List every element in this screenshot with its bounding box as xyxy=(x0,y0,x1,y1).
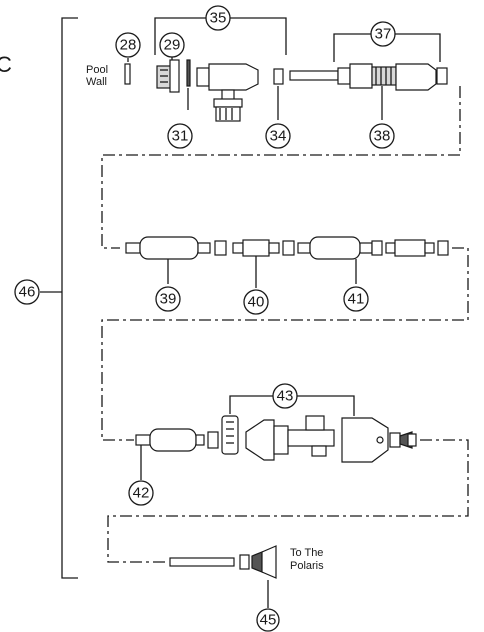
swivel-row2-b xyxy=(385,239,435,257)
svg-text:28: 28 xyxy=(120,37,137,54)
svg-text:29: 29 xyxy=(164,37,181,54)
callout-35: 35 xyxy=(205,5,231,31)
svg-text:43: 43 xyxy=(277,388,294,405)
hose-route-2 xyxy=(101,247,469,441)
svg-text:35: 35 xyxy=(210,10,227,27)
callout-43: 43 xyxy=(272,383,298,409)
callout-41: 41 xyxy=(343,286,369,312)
hose-segment-row1 xyxy=(289,70,339,81)
callout-28: 28 xyxy=(115,32,141,58)
nut-row2-b xyxy=(282,240,295,256)
part-34-nut xyxy=(273,68,284,85)
row-3-parts xyxy=(135,395,417,480)
callout-34: 34 xyxy=(265,123,291,149)
part-37-38-assembly xyxy=(337,63,448,91)
to-polaris-label-line1: To The xyxy=(290,547,323,559)
pool-wall-label-line1: Pool xyxy=(86,64,108,76)
edge-mark: C xyxy=(0,52,12,77)
nut-row3-b xyxy=(389,432,401,448)
svg-text:42: 42 xyxy=(133,485,150,502)
nut-row2-d xyxy=(437,240,449,256)
to-polaris-label-line2: Polaris xyxy=(290,560,324,572)
part-35-valve xyxy=(196,63,259,122)
part-45-adapter xyxy=(251,545,277,579)
callout-38: 38 xyxy=(369,123,395,149)
svg-text:34: 34 xyxy=(270,128,287,145)
callout-45: 45 xyxy=(256,608,280,632)
svg-text:40: 40 xyxy=(248,294,265,311)
part-41-float xyxy=(297,236,373,260)
nut-row4 xyxy=(239,554,250,570)
part-31-gasket xyxy=(186,59,191,87)
svg-text:45: 45 xyxy=(260,612,277,629)
pool-wall-label-line2: Wall xyxy=(86,76,107,88)
hose-route-1 xyxy=(101,86,461,249)
part-42-float xyxy=(135,428,205,452)
hose-segment-row4 xyxy=(169,557,235,567)
part-39-float xyxy=(125,236,211,260)
callout-46: 46 xyxy=(14,279,40,305)
svg-text:37: 37 xyxy=(375,26,392,43)
svg-text:46: 46 xyxy=(19,284,36,301)
callout-39: 39 xyxy=(155,286,181,312)
nut-row3-a xyxy=(207,431,219,449)
svg-text:38: 38 xyxy=(374,128,391,145)
row-4-parts xyxy=(169,545,277,608)
svg-text:39: 39 xyxy=(160,291,177,308)
part-28-pin xyxy=(124,63,131,85)
callout-42: 42 xyxy=(128,480,154,506)
nut-row2-a xyxy=(214,240,227,256)
callout-31: 31 xyxy=(167,123,193,149)
svg-text:41: 41 xyxy=(348,291,365,308)
assembly-bracket-46 xyxy=(40,17,78,579)
nut-row3-c xyxy=(407,433,417,447)
row-1-parts xyxy=(124,17,448,122)
callout-40: 40 xyxy=(243,289,269,315)
row-2-parts xyxy=(125,236,449,288)
nut-row2-c xyxy=(371,240,383,256)
hose-route-3 xyxy=(107,439,469,563)
part-40-swivel xyxy=(232,239,280,257)
svg-text:31: 31 xyxy=(172,128,189,145)
part-29-fitting xyxy=(156,59,180,93)
part-43-assembly xyxy=(221,415,389,463)
callout-29: 29 xyxy=(159,32,185,58)
callout-37: 37 xyxy=(370,21,396,47)
